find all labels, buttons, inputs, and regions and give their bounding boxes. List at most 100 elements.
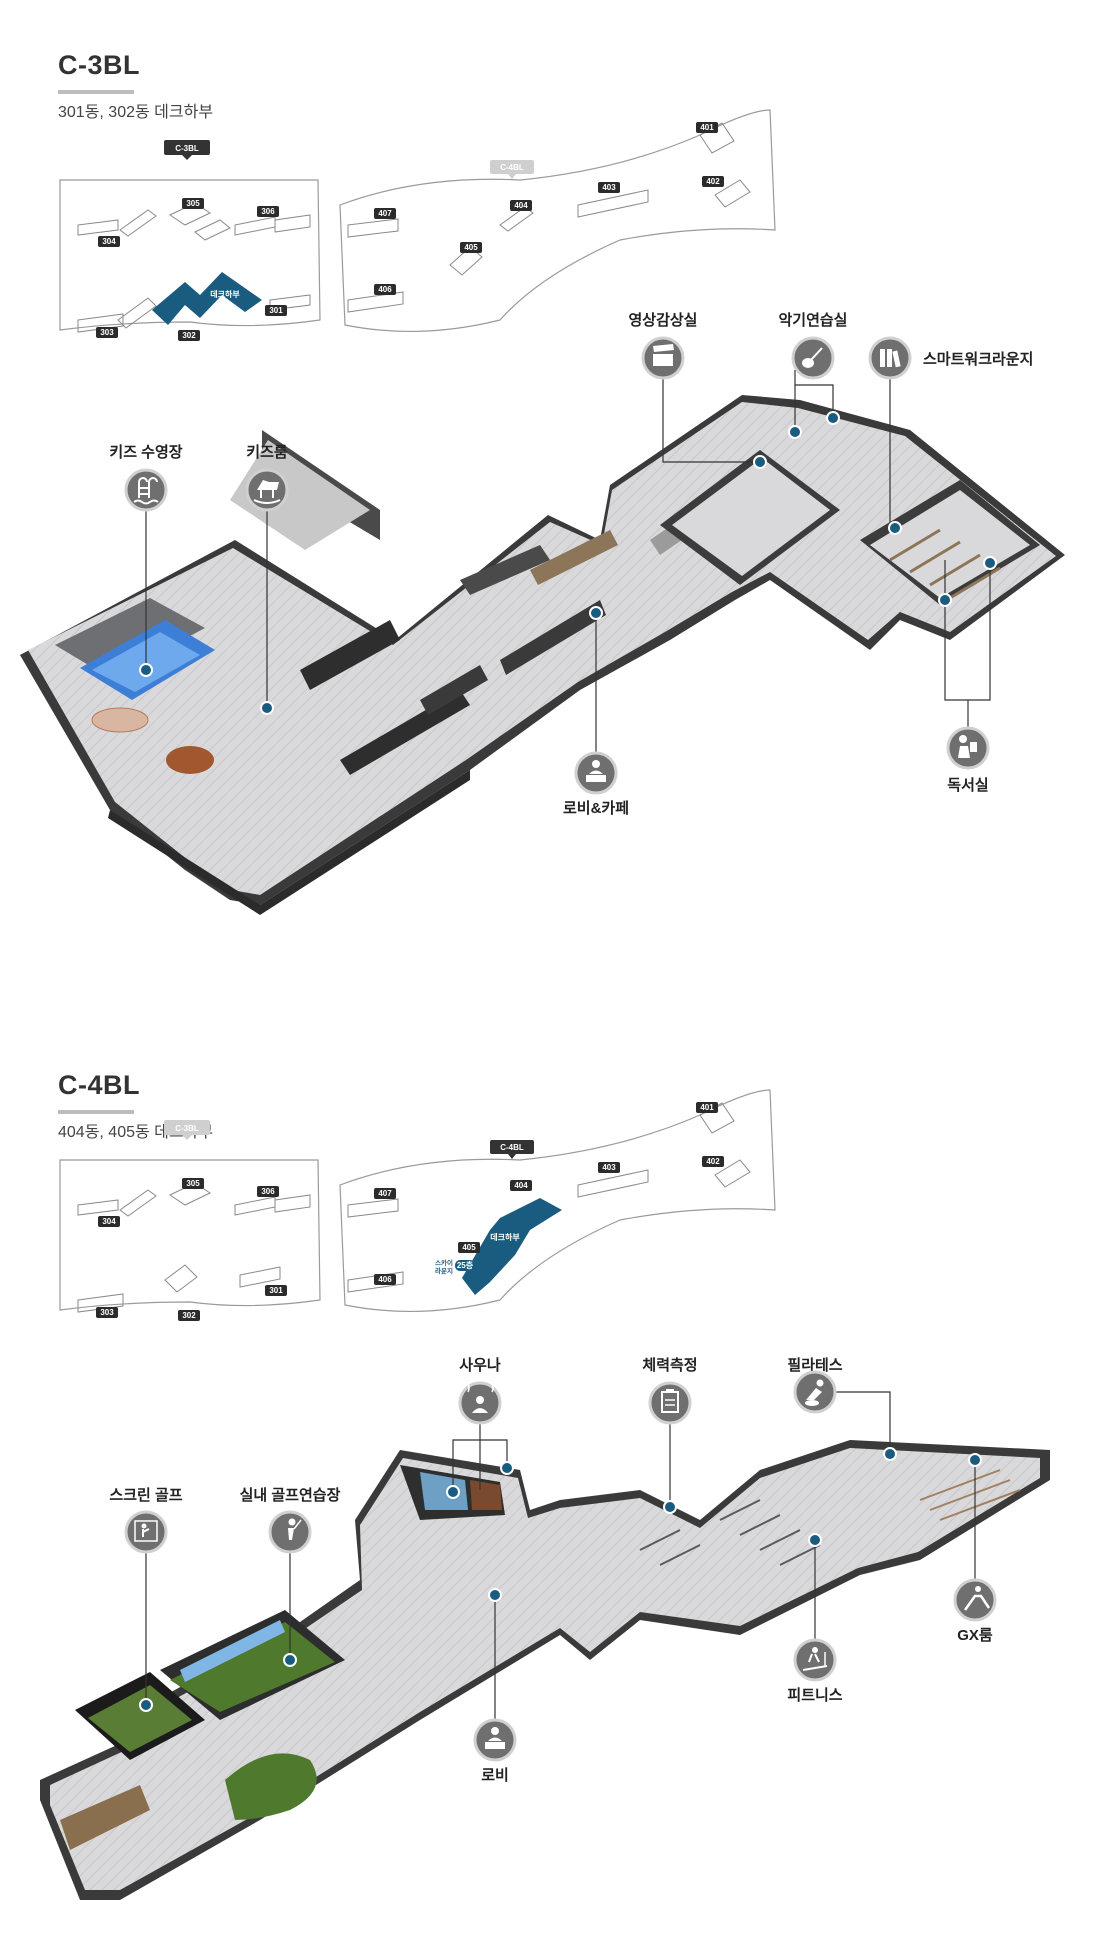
facility-lobby[interactable]: 로비 [473, 1718, 517, 1784]
building-badge: 302 [182, 1311, 196, 1320]
facility-smart-work-lounge[interactable]: 스마트워크라운지 [868, 336, 1033, 380]
building-badge: 406 [378, 1275, 392, 1284]
golfer-icon [288, 1518, 302, 1540]
guitar-icon [802, 347, 823, 368]
facility-music-practice[interactable]: 악기연습실 [778, 311, 848, 380]
target-dot[interactable] [139, 1698, 153, 1712]
target-dot[interactable] [888, 521, 902, 535]
building-badge: 303 [100, 1308, 114, 1317]
clipboard-icon [661, 1389, 679, 1413]
facility-screen-golf[interactable]: 스크린 골프 [109, 1486, 183, 1554]
map-tag-left: C-3BL [175, 144, 199, 153]
floor-plan-c4 [40, 1440, 1050, 1900]
building-badges-left: 304 305 306 303 302 301 [96, 1178, 287, 1321]
facility-label: GX룸 [957, 1627, 993, 1644]
facility-kids-room[interactable]: 키즈룸 [245, 444, 289, 512]
facility-lobby-cafe[interactable]: 로비&카페 [563, 751, 629, 817]
building-badge: 301 [269, 1286, 283, 1295]
building-badge: 304 [102, 1217, 116, 1226]
c3-leader-lines [145, 370, 991, 760]
reception-desk-icon [485, 1727, 505, 1749]
target-dot[interactable] [968, 1453, 982, 1467]
facility-pilates[interactable]: 필라테스 [787, 1356, 843, 1414]
pilates-icon [805, 1379, 824, 1406]
building-badge: 404 [514, 1181, 528, 1190]
reading-person-icon [958, 735, 977, 758]
building-badge: 305 [186, 1179, 200, 1188]
building-badge: 305 [186, 199, 200, 208]
building-badges-right: 407 404 403 401 402 405 406 [374, 1102, 724, 1285]
target-dot[interactable] [938, 593, 952, 607]
building-badge: 406 [378, 285, 392, 294]
target-dot[interactable] [663, 1500, 677, 1514]
building-badge: 306 [261, 1187, 275, 1196]
c4-target-dots [139, 1447, 982, 1712]
target-dot[interactable] [488, 1588, 502, 1602]
target-dot[interactable] [589, 606, 603, 620]
map-tag-left: C-3BL [175, 1124, 199, 1133]
books-icon [880, 349, 901, 368]
building-badge: 405 [464, 243, 478, 252]
building-badge: 407 [378, 1189, 392, 1198]
facility-fitness-test[interactable]: 체력측정 [642, 1356, 698, 1425]
facility-video-room[interactable]: 영상감상실 [628, 311, 698, 380]
target-dot[interactable] [139, 663, 153, 677]
building-badge: 403 [602, 1163, 616, 1172]
highlight-label: 데크하부 [210, 289, 240, 299]
floor-plan-c3 [20, 395, 1065, 915]
c3-tag-badge [164, 140, 210, 155]
target-dot[interactable] [753, 455, 767, 469]
section-title: C-4BL [58, 1070, 140, 1100]
building-badge: 404 [514, 201, 528, 210]
c3-section: C-3BL 301동, 302동 데크하부 C-3BL C-4BL [0, 0, 1100, 960]
building-badge: 407 [378, 209, 392, 218]
svg-text:라운지: 라운지 [435, 1266, 453, 1275]
target-dot[interactable] [260, 701, 274, 715]
facility-gx-room[interactable]: GX룸 [953, 1578, 997, 1644]
facility-label: 악기연습실 [778, 311, 847, 329]
facility-label: 키즈 수영장 [109, 443, 182, 461]
target-dot[interactable] [788, 425, 802, 439]
facility-label: 체력측정 [642, 1356, 697, 1374]
clapperboard-icon [653, 344, 674, 366]
target-dot[interactable] [826, 411, 840, 425]
building-badges-right: 407 404 403 401 402 405 406 [374, 122, 724, 295]
section-title: C-3BL [58, 50, 140, 80]
building-badges-left: 304 305 306 303 302 301 [96, 198, 287, 341]
target-dot[interactable] [808, 1533, 822, 1547]
highlight-deck [152, 272, 262, 325]
map-tag-right: C-4BL [500, 1143, 524, 1152]
building-badge: 401 [700, 123, 714, 132]
map-tag-right: C-4BL [500, 163, 524, 172]
facility-fitness[interactable]: 피트니스 [787, 1638, 843, 1704]
target-dot[interactable] [283, 1653, 297, 1667]
building-badge: 402 [706, 1157, 720, 1166]
pool-ladder-icon [133, 477, 159, 505]
reception-desk-icon [586, 760, 606, 782]
facility-label: 스마트워크라운지 [923, 351, 1033, 368]
facility-label: 독서실 [947, 777, 988, 794]
facility-reading-room[interactable]: 독서실 [946, 726, 990, 794]
facility-label: 키즈룸 [246, 444, 288, 461]
facility-sauna[interactable]: 사우나 [458, 1357, 502, 1425]
section-subtitle: 301동, 302동 데크하부 [58, 104, 214, 121]
facility-label: 사우나 [459, 1357, 501, 1374]
building-badge: 304 [102, 237, 116, 246]
facility-kids-pool[interactable]: 키즈 수영장 [109, 443, 183, 512]
target-dot[interactable] [983, 556, 997, 570]
building-badge: 403 [602, 183, 616, 192]
facility-label: 스크린 골프 [109, 1486, 182, 1504]
target-dot[interactable] [446, 1485, 460, 1499]
facility-indoor-golf[interactable]: 실내 골프연습장 [240, 1486, 341, 1554]
target-dot[interactable] [500, 1461, 514, 1475]
facility-label: 로비&카페 [563, 800, 629, 817]
sky-lounge-label: 스카이 [435, 1258, 453, 1267]
facility-label: 로비 [481, 1767, 509, 1784]
site-key-map: C-3BL C-4BL [59, 109, 776, 341]
highlight-label: 데크하부 [490, 1232, 520, 1242]
c4-section: C-4BL 404동, 405동 데크하부 C-3BL C-4BL [0, 1020, 1100, 1934]
building-badge: 401 [700, 1103, 714, 1112]
target-dot[interactable] [883, 1447, 897, 1461]
title-underline [58, 1110, 134, 1114]
facility-label: 영상감상실 [628, 311, 697, 329]
